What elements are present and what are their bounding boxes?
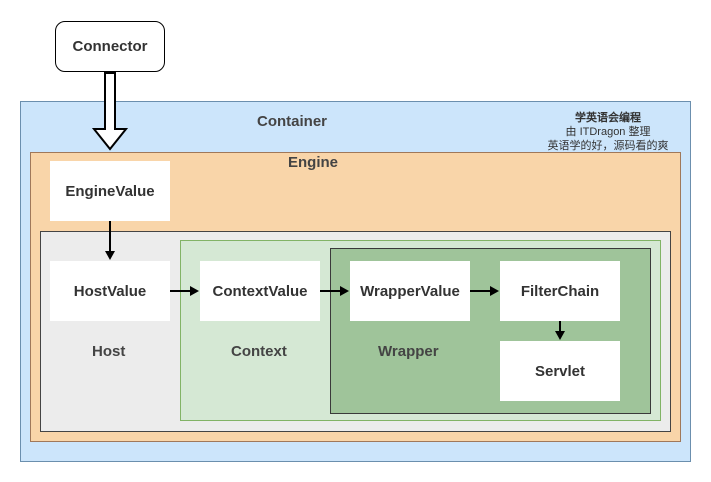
filterchain-to-servlet-arrow xyxy=(555,321,565,340)
engine-valve-box[interactable]: EngineValue xyxy=(50,161,170,221)
watermark-line-2: 由 ITDragon 整理 xyxy=(565,126,651,138)
watermark-line-3: 英语学的好，源码看的爽 xyxy=(547,140,669,152)
host-valve-box[interactable]: HostValue xyxy=(50,261,170,321)
servlet-label: Servlet xyxy=(534,362,586,380)
wrapper-to-filterchain-arrow xyxy=(470,286,499,296)
servlet-box[interactable]: Servlet xyxy=(500,341,620,401)
context-label: Context xyxy=(231,343,287,360)
watermark-line-1: 学英语会编程 xyxy=(575,112,641,124)
connector-node[interactable]: Connector xyxy=(55,21,165,72)
host-to-context-arrow xyxy=(170,286,199,296)
engine-valve-label: EngineValue xyxy=(65,182,155,200)
engine-label: Engine xyxy=(288,154,339,171)
watermark-note: 学英语会编程 由 ITDragon 整理 英语学的好，源码看的爽 xyxy=(528,111,688,153)
context-valve-label: ContextValue xyxy=(212,282,308,300)
wrapper-label: Wrapper xyxy=(378,343,439,360)
connector-label: Connector xyxy=(72,38,148,55)
connector-to-engine-arrow xyxy=(91,72,129,151)
wrapper-valve-box[interactable]: WrapperValue xyxy=(350,261,470,321)
engine-to-host-arrow xyxy=(105,221,115,260)
filter-chain-label: FilterChain xyxy=(520,282,600,300)
container-label: Container xyxy=(257,113,328,130)
wrapper-valve-label: WrapperValue xyxy=(360,282,460,300)
host-label: Host xyxy=(92,343,126,360)
context-to-wrapper-arrow xyxy=(320,286,349,296)
filter-chain-box[interactable]: FilterChain xyxy=(500,261,620,321)
context-valve-box[interactable]: ContextValue xyxy=(200,261,320,321)
host-valve-label: HostValue xyxy=(73,282,147,300)
